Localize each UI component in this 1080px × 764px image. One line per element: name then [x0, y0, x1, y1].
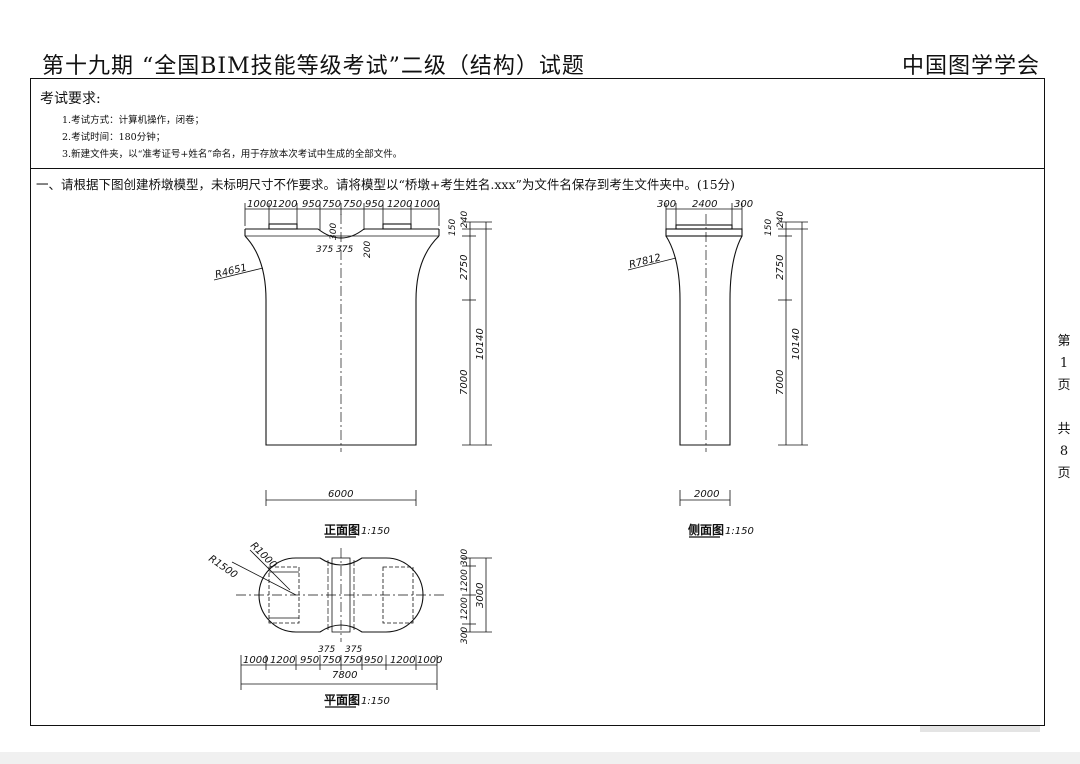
dim-label: 10140: [791, 328, 802, 360]
dim-label: 150: [764, 219, 774, 236]
side-scale: 1:150: [725, 526, 754, 537]
dim-label: 2400: [692, 199, 717, 210]
dim-label: 950: [365, 199, 384, 210]
dim-label: 1000: [417, 655, 442, 666]
radius-label: R1000: [248, 540, 279, 571]
page-label-char: 页: [1057, 378, 1071, 393]
dim-label: 375: [345, 645, 362, 655]
dim-label: 1000: [243, 655, 268, 666]
dim-label: 375: [318, 645, 335, 655]
dim-label: 1000: [247, 199, 272, 210]
drawing-frame: [30, 78, 1045, 726]
organization-name: 中国图学学会: [901, 54, 1040, 79]
dim-label: 240: [776, 211, 786, 228]
dim-label: 10140: [475, 328, 486, 360]
requirements-title: 考试要求:: [40, 91, 101, 107]
page-label-char: 共: [1057, 422, 1071, 437]
dim-label: 6000: [328, 489, 353, 500]
dim-label: 300: [734, 199, 753, 210]
requirements-box: [30, 78, 1045, 169]
side-view: [627, 203, 808, 538]
radius-label: R1500: [206, 553, 239, 581]
dim-label: 200: [363, 241, 373, 258]
dim-label: 750: [322, 655, 341, 666]
dim-label: 150: [448, 219, 458, 236]
page-label-char: 页: [1057, 466, 1071, 481]
dim-label: 300: [460, 627, 470, 644]
dim-label: 1200: [460, 569, 470, 592]
dim-label: 950: [300, 655, 319, 666]
side-caption: 侧面图: [688, 522, 724, 537]
radius-label: R7812: [628, 252, 662, 271]
dim-label: 3000: [475, 583, 486, 608]
front-view: [213, 203, 492, 538]
requirement-item: 1.考试方式：计算机操作，闭卷；: [62, 115, 205, 126]
dim-label: 750: [343, 655, 362, 666]
dim-label: 2750: [775, 255, 786, 280]
exam-title: 第十九期 “全国BIM技能等级考试”二级（结构）试题: [42, 54, 585, 79]
plan-view: [231, 548, 492, 708]
dim-label: 300: [460, 549, 470, 566]
dim-label: 750: [343, 199, 362, 210]
dim-label: 240: [460, 211, 470, 228]
dim-label: 7800: [332, 670, 357, 681]
front-scale: 1:150: [361, 526, 390, 537]
requirement-item: 2.考试时间：180分钟；: [62, 132, 166, 143]
dim-label: 2750: [459, 255, 470, 280]
dim-label: 375: [336, 245, 353, 255]
radius-label: R4651: [214, 262, 248, 281]
page-label-char: 8: [1059, 444, 1069, 459]
dim-label: 300: [657, 199, 676, 210]
page-label-char: 第: [1057, 334, 1071, 349]
dim-label: 1200: [390, 655, 415, 666]
dim-label: 375: [316, 245, 333, 255]
dim-label: 1200: [460, 597, 470, 620]
plan-caption: 平面图: [324, 693, 360, 707]
dim-label: 1200: [272, 199, 297, 210]
front-caption: 正面图: [324, 523, 360, 537]
dim-label: 1200: [270, 655, 295, 666]
watermark-strip: [920, 726, 1040, 732]
bottom-strip: [0, 752, 1080, 764]
plan-scale: 1:150: [361, 696, 390, 707]
dim-label: 1200: [387, 199, 412, 210]
dim-label: 750: [322, 199, 341, 210]
dim-label: 7000: [775, 370, 786, 395]
dim-label: 1000: [414, 199, 439, 210]
requirement-item: 3.新建文件夹，以“准考证号+姓名”命名，用于存放本次考试中生成的全部文件。: [62, 149, 403, 160]
page-label-char: 1: [1059, 356, 1069, 371]
dim-label: 2000: [694, 489, 719, 500]
question-text: 一、请根据下图创建桥墩模型，未标明尺寸不作要求。请将模型以“桥墩+考生姓名.xx…: [36, 177, 736, 192]
dim-label: 950: [364, 655, 383, 666]
dim-label: 950: [302, 199, 321, 210]
dim-label: 300: [329, 223, 339, 240]
dim-label: 7000: [459, 370, 470, 395]
